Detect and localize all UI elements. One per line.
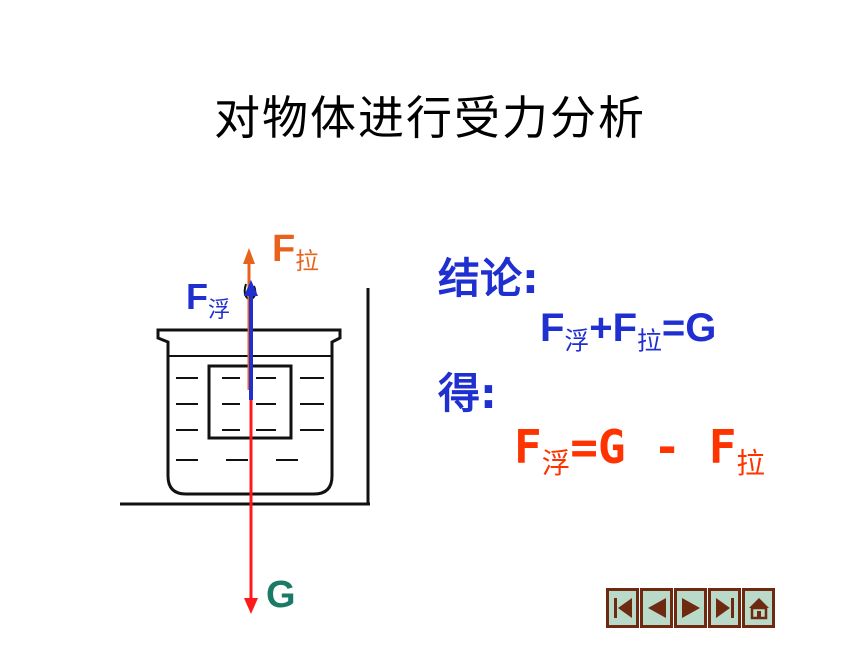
next-slide-button[interactable] (674, 588, 707, 628)
buoyancy-force-label: F浮 (186, 276, 231, 323)
last-slide-button[interactable] (708, 588, 741, 628)
conclusion-heading: 结论: (438, 254, 539, 303)
water-dashes (176, 377, 324, 461)
buoyancy-result-equation: F浮=G - F拉 (514, 420, 765, 480)
gravity-label: G (266, 574, 296, 616)
first-icon (613, 598, 632, 618)
home-button[interactable] (742, 588, 775, 628)
page-title: 对物体进行受力分析 (214, 91, 646, 145)
equilibrium-equation: F浮+F拉=G (540, 306, 717, 356)
next-icon (681, 598, 700, 618)
home-icon (748, 598, 769, 620)
gravity-arrowhead (244, 598, 258, 614)
derive-heading: 得: (438, 369, 497, 418)
last-icon (715, 598, 734, 618)
previous-icon (647, 598, 666, 618)
first-slide-button[interactable] (606, 588, 639, 628)
pull-arrowhead (243, 248, 255, 264)
buoyancy-arrowhead (244, 280, 258, 296)
pull-force-label: F拉 (272, 228, 319, 276)
previous-slide-button[interactable] (640, 588, 673, 628)
beaker (156, 328, 342, 496)
slide-navigation (606, 588, 776, 628)
